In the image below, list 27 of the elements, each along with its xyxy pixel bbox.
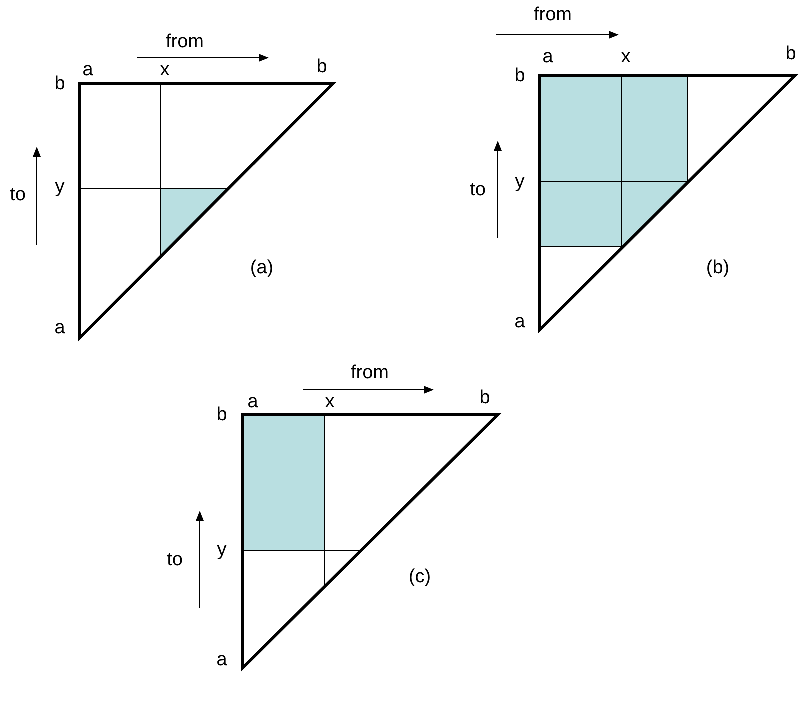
vertex-label: x xyxy=(325,392,335,412)
vertex-label: a xyxy=(54,318,66,338)
vertex-label: b xyxy=(316,58,328,76)
vertex-label: b xyxy=(480,388,490,408)
vertex-label: b xyxy=(786,44,796,64)
vertex-label: b xyxy=(216,406,228,424)
vertex-label: x xyxy=(621,48,631,66)
vertex-label: y xyxy=(217,540,227,560)
axis-label: to xyxy=(10,186,26,204)
panel-label: (c) xyxy=(408,568,432,586)
axis-label: from xyxy=(534,6,572,24)
vertex-label: y xyxy=(55,178,65,196)
vertex-label: b xyxy=(54,74,66,94)
vertex-label: a xyxy=(82,60,94,80)
axis-label: to xyxy=(470,180,486,200)
panel-label: (a) xyxy=(250,258,274,278)
vertex-label: y xyxy=(515,172,525,192)
axis-label: from xyxy=(166,32,204,52)
vertex-label: a xyxy=(216,650,228,670)
vertex-label: x xyxy=(160,60,170,80)
vertex-label: a xyxy=(514,312,526,332)
vertex-label: a xyxy=(542,48,554,66)
axis-label: to xyxy=(167,550,183,570)
panel-label: (b) xyxy=(706,258,730,278)
vertex-label: b xyxy=(514,66,526,86)
axis-label: from xyxy=(351,364,389,382)
vertex-label: a xyxy=(248,392,258,412)
